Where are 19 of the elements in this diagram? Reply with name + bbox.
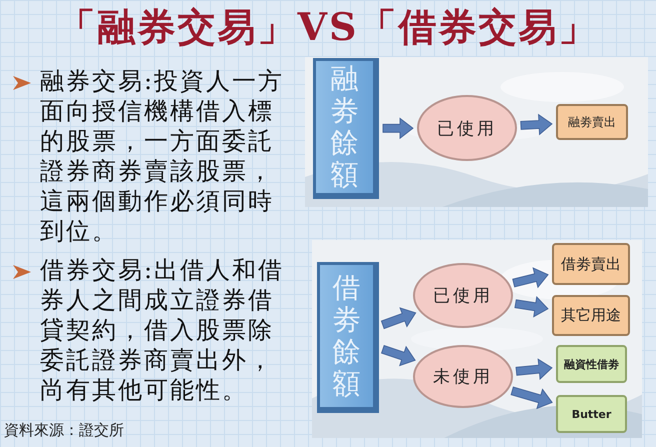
result-box: 借劵賣出 [552,243,630,285]
arrow [516,358,553,380]
source-note: 資料來源：證交所 [4,421,124,440]
bullet-text: 融券交易:投資人一方面向授信機構借入標的股票，一方面委託證券商券賣該股票，這兩個動作必須同時到位。 [40,66,286,246]
result-box: Butter [556,395,627,433]
result-box: 融劵賣出 [556,104,628,140]
result-box: 融資性借劵 [556,345,627,383]
arrow [380,307,416,330]
balance-bar: 融劵餘額 [313,58,379,199]
arrow [520,114,553,136]
balance-bar: 借劵餘額 [317,262,379,413]
bullet-text: 借券交易:出借人和借券人之間成立證券借貸契約，借入股票除委託證券商賣出外，尚有其他可能性。 [40,255,286,405]
title: 「融券交易」VS「借券交易」 [56,3,600,51]
arrow [382,118,414,140]
arrow [510,386,553,410]
result-box: 其它用途 [552,295,630,336]
arrow [514,296,549,318]
arrow [381,345,416,366]
arrow [512,267,549,288]
